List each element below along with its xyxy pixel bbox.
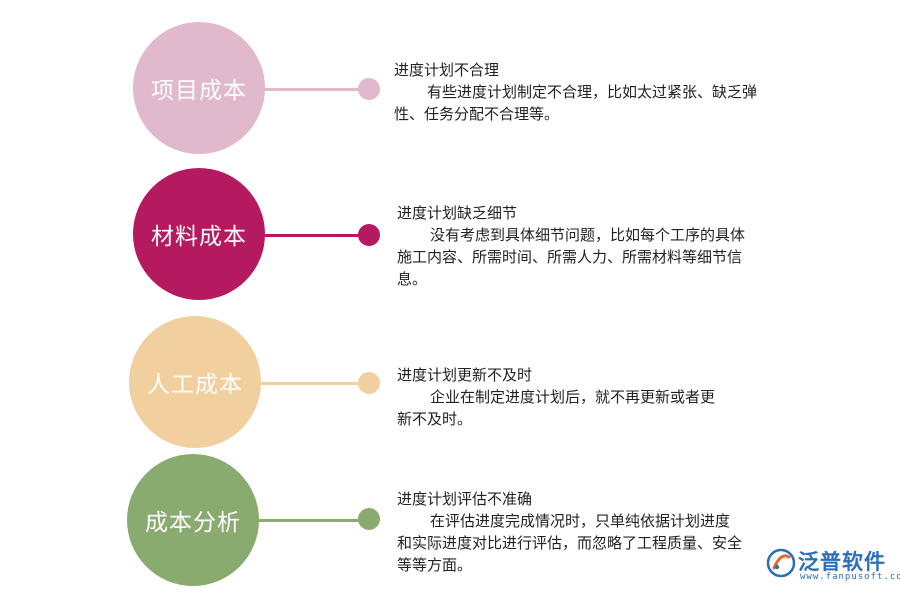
- item-title-1: 进度计划不合理: [394, 61, 500, 79]
- item-title-4: 进度计划评估不准确: [397, 490, 533, 508]
- item-body-3: 企业在制定进度计划后，就不再更新或者更新不及时。: [397, 388, 716, 428]
- item-circle-1: 项目成本: [133, 22, 265, 154]
- fanpu-logo-icon: [766, 548, 796, 578]
- item-circle-4: 成本分析: [127, 454, 259, 586]
- connector-line-3: [258, 382, 362, 385]
- item-row-2: 材料成本 进度计划缺乏细节 没有考虑到具体细节问题，比如每个工序的具体施工内容、…: [0, 168, 900, 308]
- item-circle-3: 人工成本: [129, 316, 261, 448]
- item-text-4: 进度计划评估不准确 在评估进度完成情况时，只单纯依据计划进度和实际进度对比进行评…: [397, 488, 742, 576]
- brand-logo: 泛普软件 www.fanpusoft.com: [766, 546, 900, 586]
- item-row-4: 成本分析 进度计划评估不准确 在评估进度完成情况时，只单纯依据计划进度和实际进度…: [0, 454, 900, 594]
- connector-dot-3: [358, 372, 380, 394]
- item-text-1: 进度计划不合理 有些进度计划制定不合理，比如太过紧张、缺乏弹性、任务分配不合理等…: [394, 59, 779, 125]
- item-circle-2: 材料成本: [133, 168, 265, 300]
- item-body-4: 在评估进度完成情况时，只单纯依据计划进度和实际进度对比进行评估，而忽略了工程质量…: [397, 512, 743, 574]
- connector-dot-1: [358, 78, 380, 100]
- item-body-2: 没有考虑到具体细节问题，比如每个工序的具体施工内容、所需时间、所需人力、所需材料…: [397, 226, 746, 288]
- logo-name: 泛普软件: [798, 550, 886, 574]
- item-text-3: 进度计划更新不及时 企业在制定进度计划后，就不再更新或者更新不及时。: [397, 364, 727, 430]
- connector-line-2: [262, 234, 362, 237]
- item-title-3: 进度计划更新不及时: [397, 366, 533, 384]
- item-body-1: 有些进度计划制定不合理，比如太过紧张、缺乏弹性、任务分配不合理等。: [394, 83, 758, 123]
- item-row-3: 人工成本 进度计划更新不及时 企业在制定进度计划后，就不再更新或者更新不及时。: [0, 316, 900, 456]
- item-text-2: 进度计划缺乏细节 没有考虑到具体细节问题，比如每个工序的具体施工内容、所需时间、…: [397, 202, 757, 290]
- item-row-1: 项目成本 进度计划不合理 有些进度计划制定不合理，比如太过紧张、缺乏弹性、任务分…: [0, 22, 900, 162]
- connector-line-4: [256, 519, 362, 522]
- connector-line-1: [262, 88, 362, 91]
- item-title-2: 进度计划缺乏细节: [397, 204, 518, 222]
- logo-url: www.fanpusoft.com: [800, 572, 900, 582]
- connector-dot-4: [358, 508, 380, 530]
- connector-dot-2: [358, 224, 380, 246]
